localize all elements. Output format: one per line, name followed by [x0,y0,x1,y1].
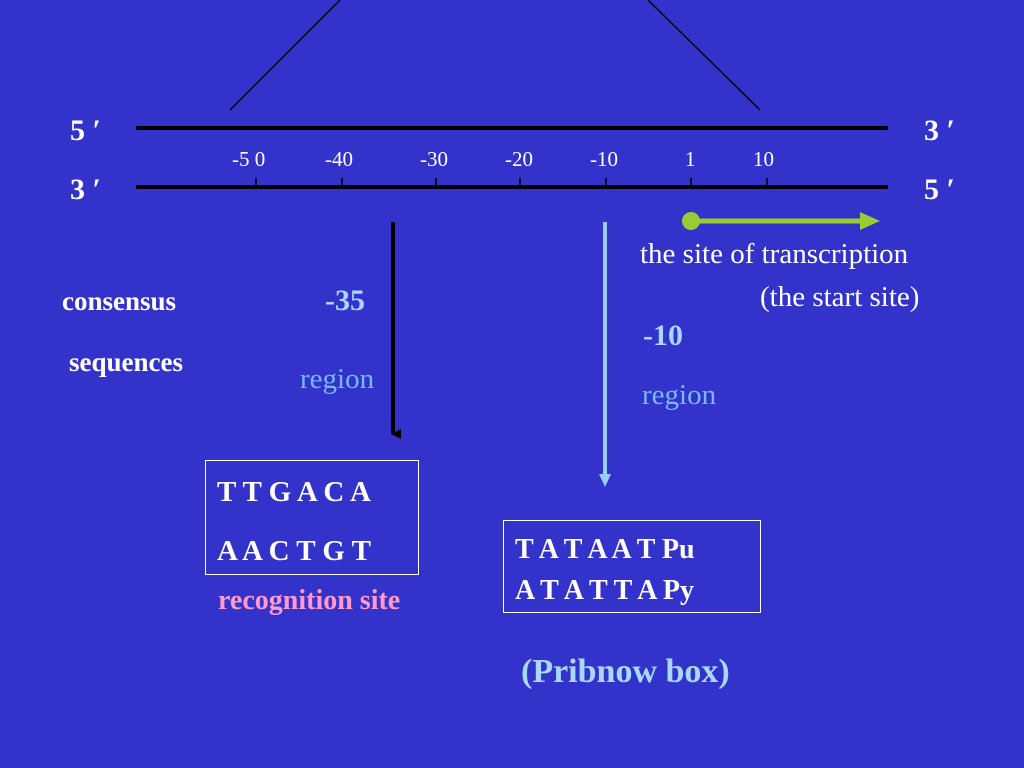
minus10-label: -10 [643,319,683,352]
sequences-label: sequences [69,347,183,377]
minus35-label: -35 [325,284,365,317]
consensus-label: consensus [62,286,177,316]
minus10-region-label: region [642,379,717,411]
tick-label-minus30: -30 [420,147,448,171]
minus10-sequence-box: T A T A A T Pu A T A T T A Py [503,520,761,613]
zoom-line-right [647,0,761,111]
start-site-line1: the site of transcription [640,238,909,270]
top-left-5prime: 5 ′ [70,114,101,147]
tick-label-minus50: -5 0 [232,147,266,171]
tick-label-minus10: -10 [590,147,618,171]
recognition-site-caption: recognition site [218,585,401,616]
minus35-sequence-box: T T G A C A A A C T G T [205,460,419,575]
minus35-seq-top: T T G A C A [217,476,371,508]
minus35-seq-bottom: A A C T G T [217,535,371,567]
pribnow-box-caption: (Pribnow box) [521,653,730,690]
tick-label-10: 10 [753,147,774,171]
minus10-seq-bottom: A T A T T A Py [515,575,695,606]
bottom-left-3prime: 3 ′ [70,173,101,206]
tick-label-minus40: -40 [325,147,353,171]
tick-label-1: 1 [685,147,696,171]
zoom-line-left [229,0,341,111]
top-right-3prime: 3 ′ [924,114,955,147]
minus10-arrowhead [599,474,611,487]
bottom-right-5prime: 5 ′ [924,173,955,206]
start-site-arrowhead [860,212,880,230]
start-site-dot [682,212,700,230]
minus35-region-label: region [300,363,375,395]
start-site-line2: (the start site) [760,281,920,313]
tick-label-minus20: -20 [505,147,533,171]
minus10-seq-top: T A T A A T Pu [515,534,695,565]
